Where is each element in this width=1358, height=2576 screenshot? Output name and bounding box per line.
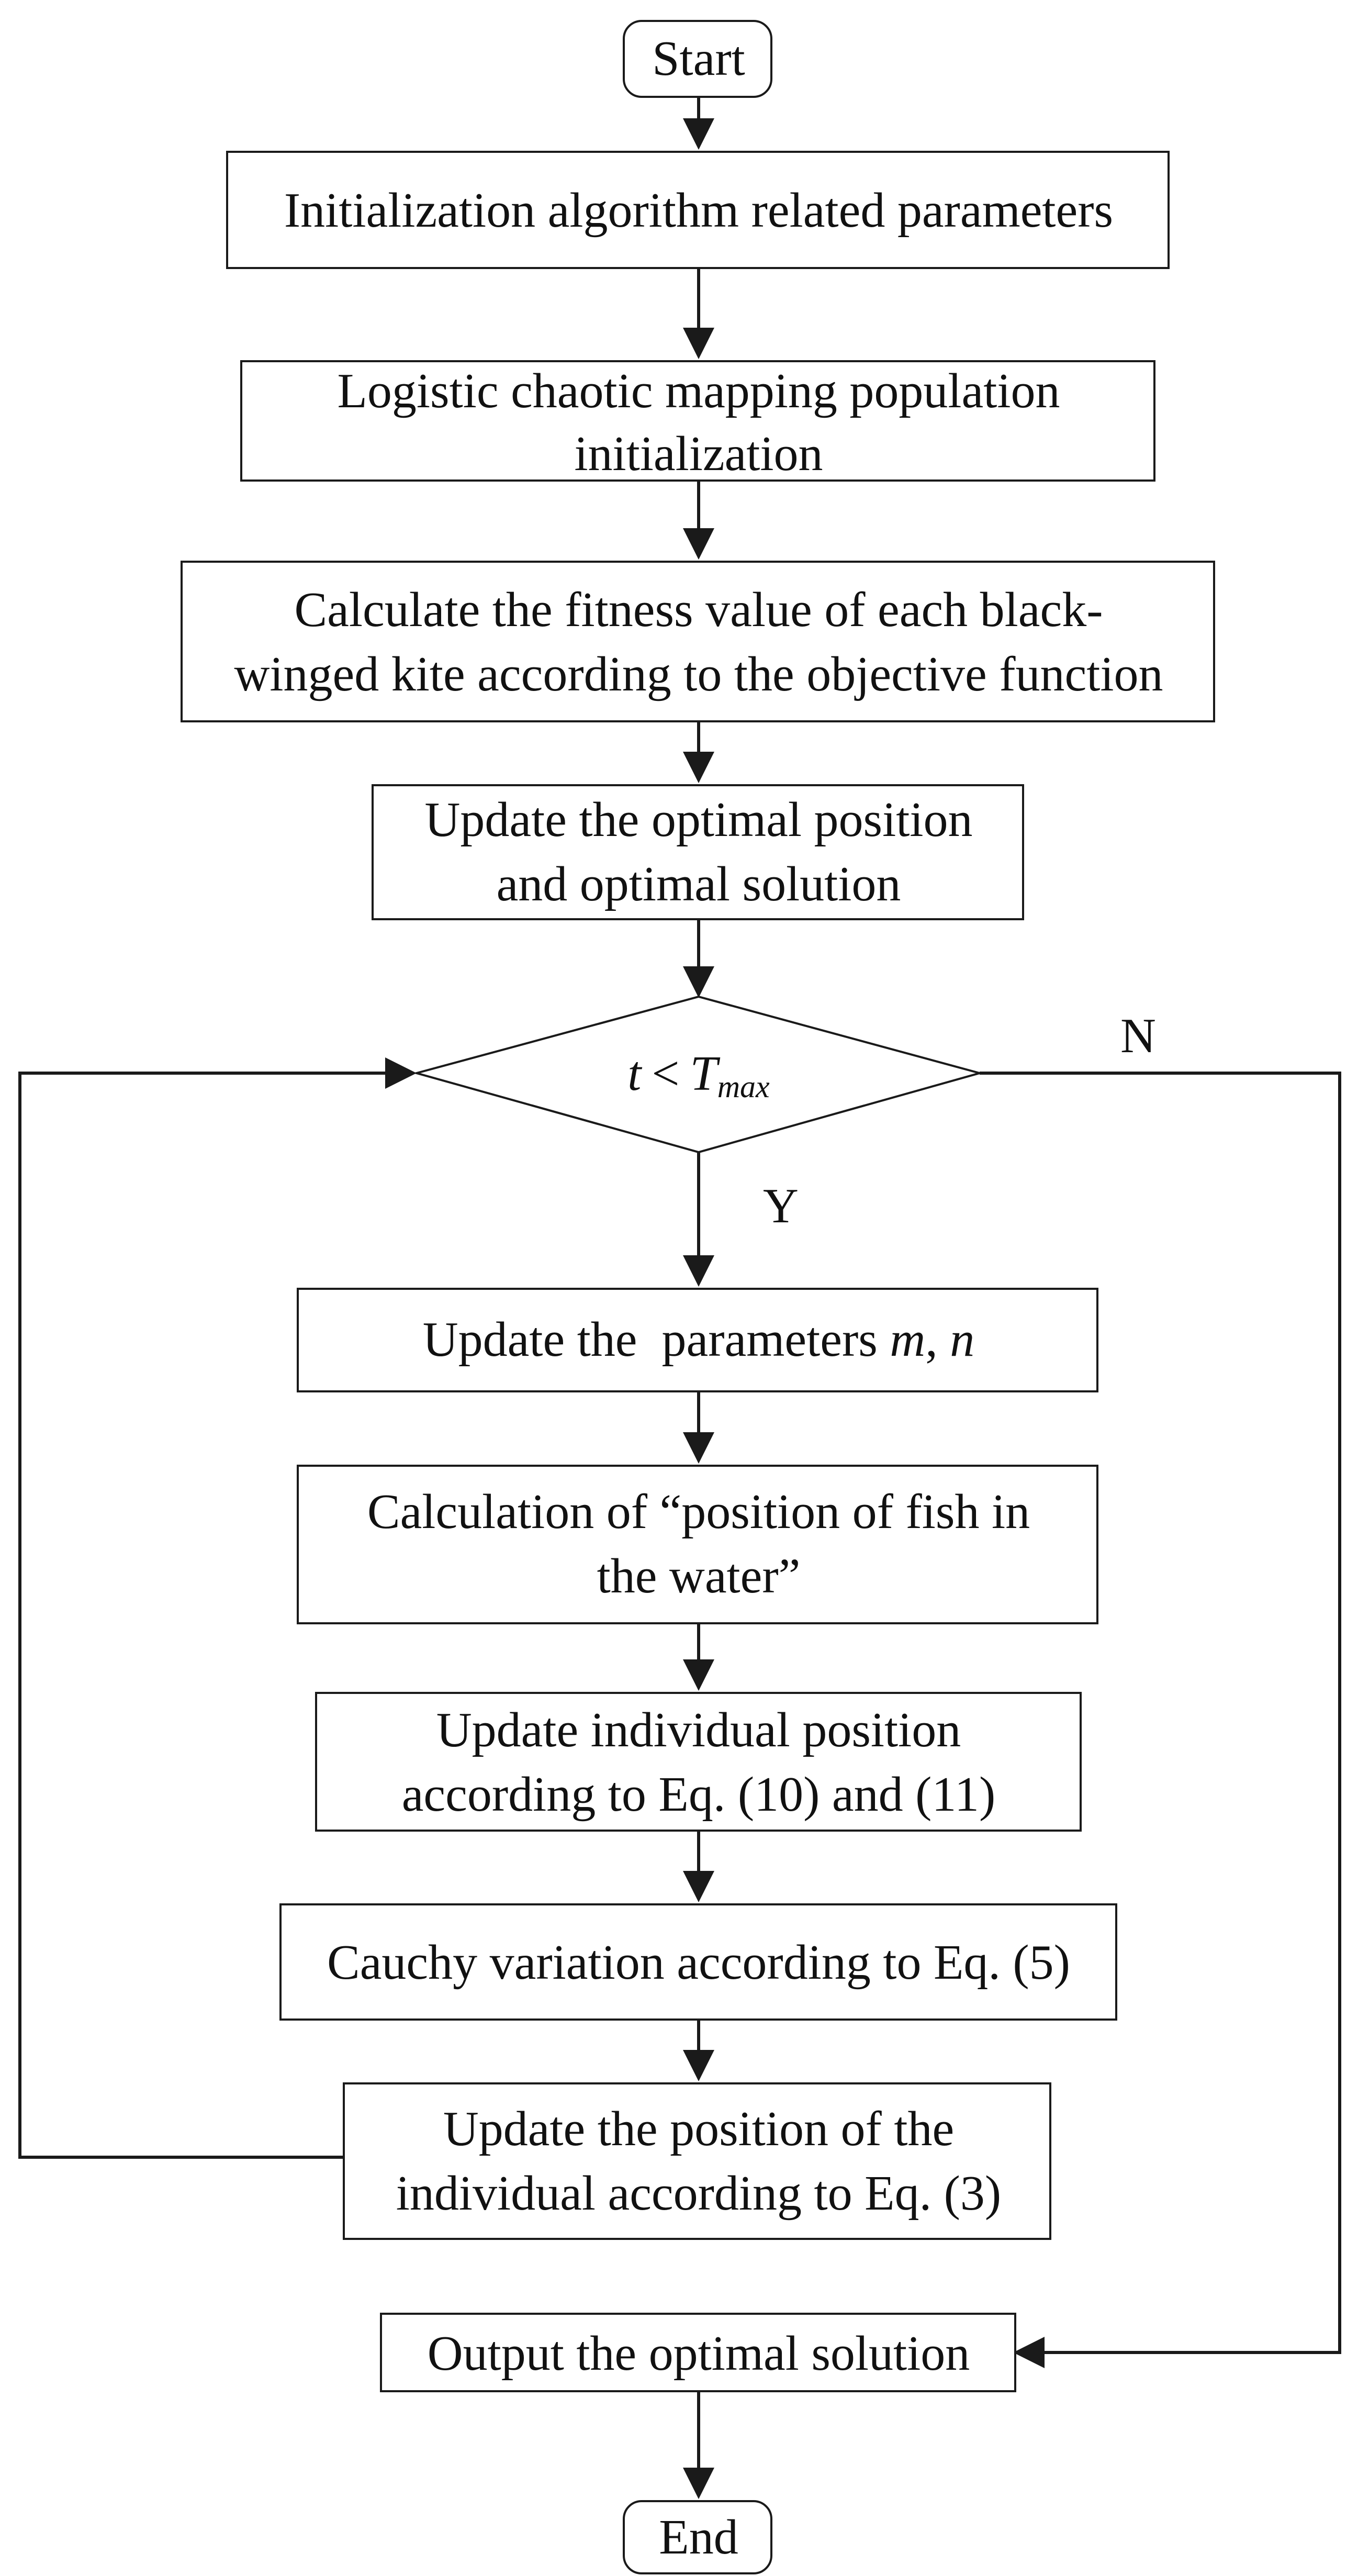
update-mn-n: n (950, 1312, 974, 1367)
condition-op: < (652, 1046, 679, 1101)
condition-sub: max (717, 1069, 770, 1104)
update-position-label-line1: Update the position of the (443, 2102, 954, 2156)
update-optimal-label-line2: and optimal solution (497, 857, 901, 911)
fitness-box: Calculate the fitness value of each blac… (181, 561, 1215, 722)
init-params-box: Initialization algorithm related paramet… (226, 151, 1170, 269)
no-branch-arrow (980, 1072, 1341, 2368)
start-label: Start (652, 31, 745, 86)
logistic-init-box: Logistic chaotic mapping population init… (240, 360, 1155, 482)
output-label: Output the optimal solution (428, 2326, 970, 2381)
cauchy-label: Cauchy variation according to Eq. (5) (327, 1935, 1070, 1990)
init-params-label: Initialization algorithm related paramet… (284, 183, 1113, 238)
condition-T: T (690, 1046, 720, 1101)
update-optimal-label-line1: Update the optimal position (425, 793, 973, 847)
update-mn-label: Update the parameters m, n (423, 1312, 974, 1367)
fish-label-line1: Calculation of “position of fish in (367, 1485, 1030, 1539)
fitness-label-line2: winged kite according to the objective f… (234, 647, 1163, 701)
update-mn-prefix: Update the parameters (423, 1312, 890, 1367)
end-node: End (623, 2500, 772, 2574)
logistic-label-line1: Logistic chaotic mapping population (338, 364, 1060, 418)
condition-var: t (627, 1046, 642, 1101)
update-position-box: Update the position of the individual ac… (343, 2082, 1051, 2240)
condition-diamond: t<Tmax (412, 995, 984, 1154)
condition-label: t<Tmax (627, 1046, 770, 1104)
fish-label-line2: the water” (597, 1549, 801, 1603)
update-mn-m: m (890, 1312, 925, 1367)
end-label: End (659, 2510, 738, 2564)
update-individual-label-line2: according to Eq. (10) and (11) (402, 1767, 996, 1822)
fitness-label-line1: Calculate the fitness value of each blac… (294, 583, 1103, 637)
output-box: Output the optimal solution (380, 2313, 1016, 2392)
connectors (18, 97, 1341, 2499)
update-mn-box: Update the parameters m, n (297, 1288, 1098, 1392)
update-mn-comma: , (925, 1312, 950, 1367)
start-node: Start (623, 20, 772, 98)
update-individual-label-line1: Update individual position (436, 1703, 961, 1757)
update-position-label-line2: individual according to Eq. (3) (396, 2166, 1001, 2221)
loop-back-arrow (18, 1057, 417, 2159)
cauchy-box: Cauchy variation according to Eq. (5) (279, 1903, 1117, 2021)
update-individual-box: Update individual position according to … (315, 1692, 1082, 1832)
update-optimal-box: Update the optimal position and optimal … (372, 784, 1024, 920)
no-label: N (1120, 1009, 1156, 1063)
fish-position-box: Calculation of “position of fish in the … (297, 1465, 1098, 1624)
yes-label: Y (763, 1179, 799, 1233)
logistic-label-line2: initialization (574, 427, 823, 481)
